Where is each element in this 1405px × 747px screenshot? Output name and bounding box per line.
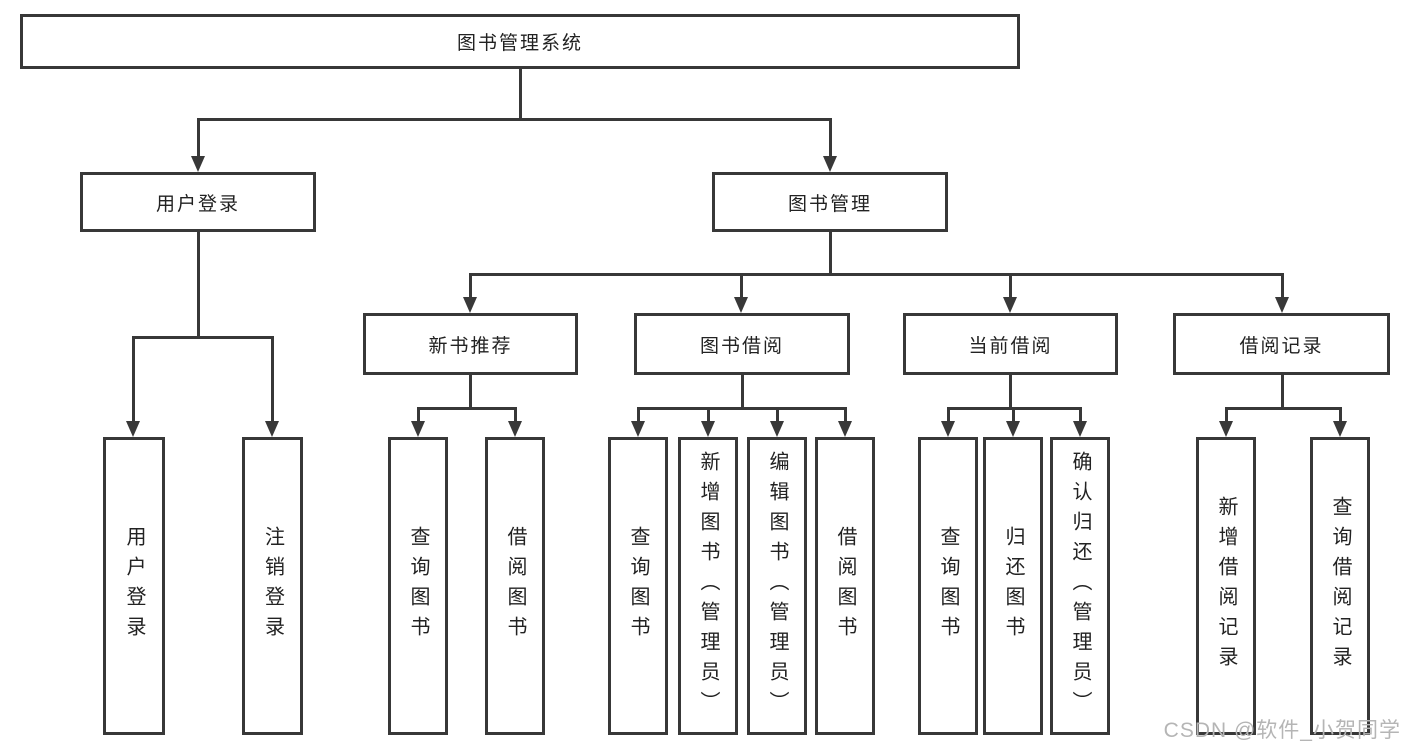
connector-line [1338, 407, 1342, 423]
arrow-down-icon [1003, 297, 1017, 313]
connector-line [468, 273, 1284, 276]
connector-line [740, 374, 744, 410]
leaf-borrow-borrow-books: 借阅图书 [815, 437, 875, 735]
node-user-login: 用户登录 [80, 172, 316, 232]
leaf-borrow-edit-books-admin: 编辑图书（管理员） [747, 437, 807, 735]
connector-line [468, 374, 472, 410]
node-book-management: 图书管理 [712, 172, 948, 232]
leaf-current-query-books: 查询图书 [918, 437, 978, 735]
connector-line [1280, 273, 1284, 300]
arrow-down-icon [411, 421, 425, 437]
arrow-down-icon [265, 421, 279, 437]
arrow-down-icon [734, 297, 748, 313]
connector-line [196, 118, 832, 121]
connector-line [946, 407, 950, 423]
leaf-user-login: 用户登录 [103, 437, 165, 735]
connector-line [775, 407, 779, 423]
connector-line [131, 336, 274, 339]
connector-line [513, 407, 517, 423]
connector-line [416, 407, 420, 423]
connector-line [843, 407, 847, 423]
connector-line [828, 118, 832, 160]
arrow-down-icon [770, 421, 784, 437]
connector-line [270, 336, 274, 423]
leaf-records-query-record: 查询借阅记录 [1310, 437, 1370, 735]
leaf-current-confirm-return-admin: 确认归还（管理员） [1050, 437, 1110, 735]
leaf-logout: 注销登录 [242, 437, 303, 735]
connector-line [636, 407, 640, 423]
connector-line [1011, 407, 1015, 423]
node-current-borrow: 当前借阅 [903, 313, 1118, 375]
arrow-down-icon [508, 421, 522, 437]
connector-line [468, 273, 472, 300]
node-library-system: 图书管理系统 [20, 14, 1020, 69]
arrow-down-icon [463, 297, 477, 313]
arrow-down-icon [1333, 421, 1347, 437]
connector-line [196, 118, 200, 160]
connector-line [1280, 374, 1284, 410]
arrow-down-icon [941, 421, 955, 437]
connector-line [636, 407, 847, 410]
arrow-down-icon [1275, 297, 1289, 313]
connector-line [196, 232, 200, 339]
connector-line [1078, 407, 1082, 423]
connector-line [828, 232, 832, 276]
connector-line [1224, 407, 1342, 410]
node-borrow-records: 借阅记录 [1173, 313, 1390, 375]
leaf-borrow-add-books-admin: 新增图书（管理员） [678, 437, 738, 735]
connector-line [1008, 374, 1012, 410]
arrow-down-icon [631, 421, 645, 437]
connector-line [739, 273, 743, 300]
csdn-watermark: CSDN @软件_小贺同学 [1163, 719, 1401, 742]
node-book-borrow: 图书借阅 [634, 313, 850, 375]
connector-line [131, 336, 135, 423]
leaf-borrow-query-books: 查询图书 [608, 437, 668, 735]
arrow-down-icon [1006, 421, 1020, 437]
arrow-down-icon [823, 156, 837, 172]
node-new-book-recommend: 新书推荐 [363, 313, 578, 375]
arrow-down-icon [126, 421, 140, 437]
arrow-down-icon [1073, 421, 1087, 437]
leaf-recommend-query-books: 查询图书 [388, 437, 448, 735]
arrow-down-icon [191, 156, 205, 172]
leaf-current-return-books: 归还图书 [983, 437, 1043, 735]
connector-line [1008, 273, 1012, 300]
arrow-down-icon [701, 421, 715, 437]
arrow-down-icon [838, 421, 852, 437]
connector-line [706, 407, 710, 423]
connector-line [416, 407, 517, 410]
connector-line [1224, 407, 1228, 423]
leaf-recommend-borrow-books: 借阅图书 [485, 437, 545, 735]
leaf-records-add-record: 新增借阅记录 [1196, 437, 1256, 735]
connector-line [518, 68, 522, 121]
arrow-down-icon [1219, 421, 1233, 437]
